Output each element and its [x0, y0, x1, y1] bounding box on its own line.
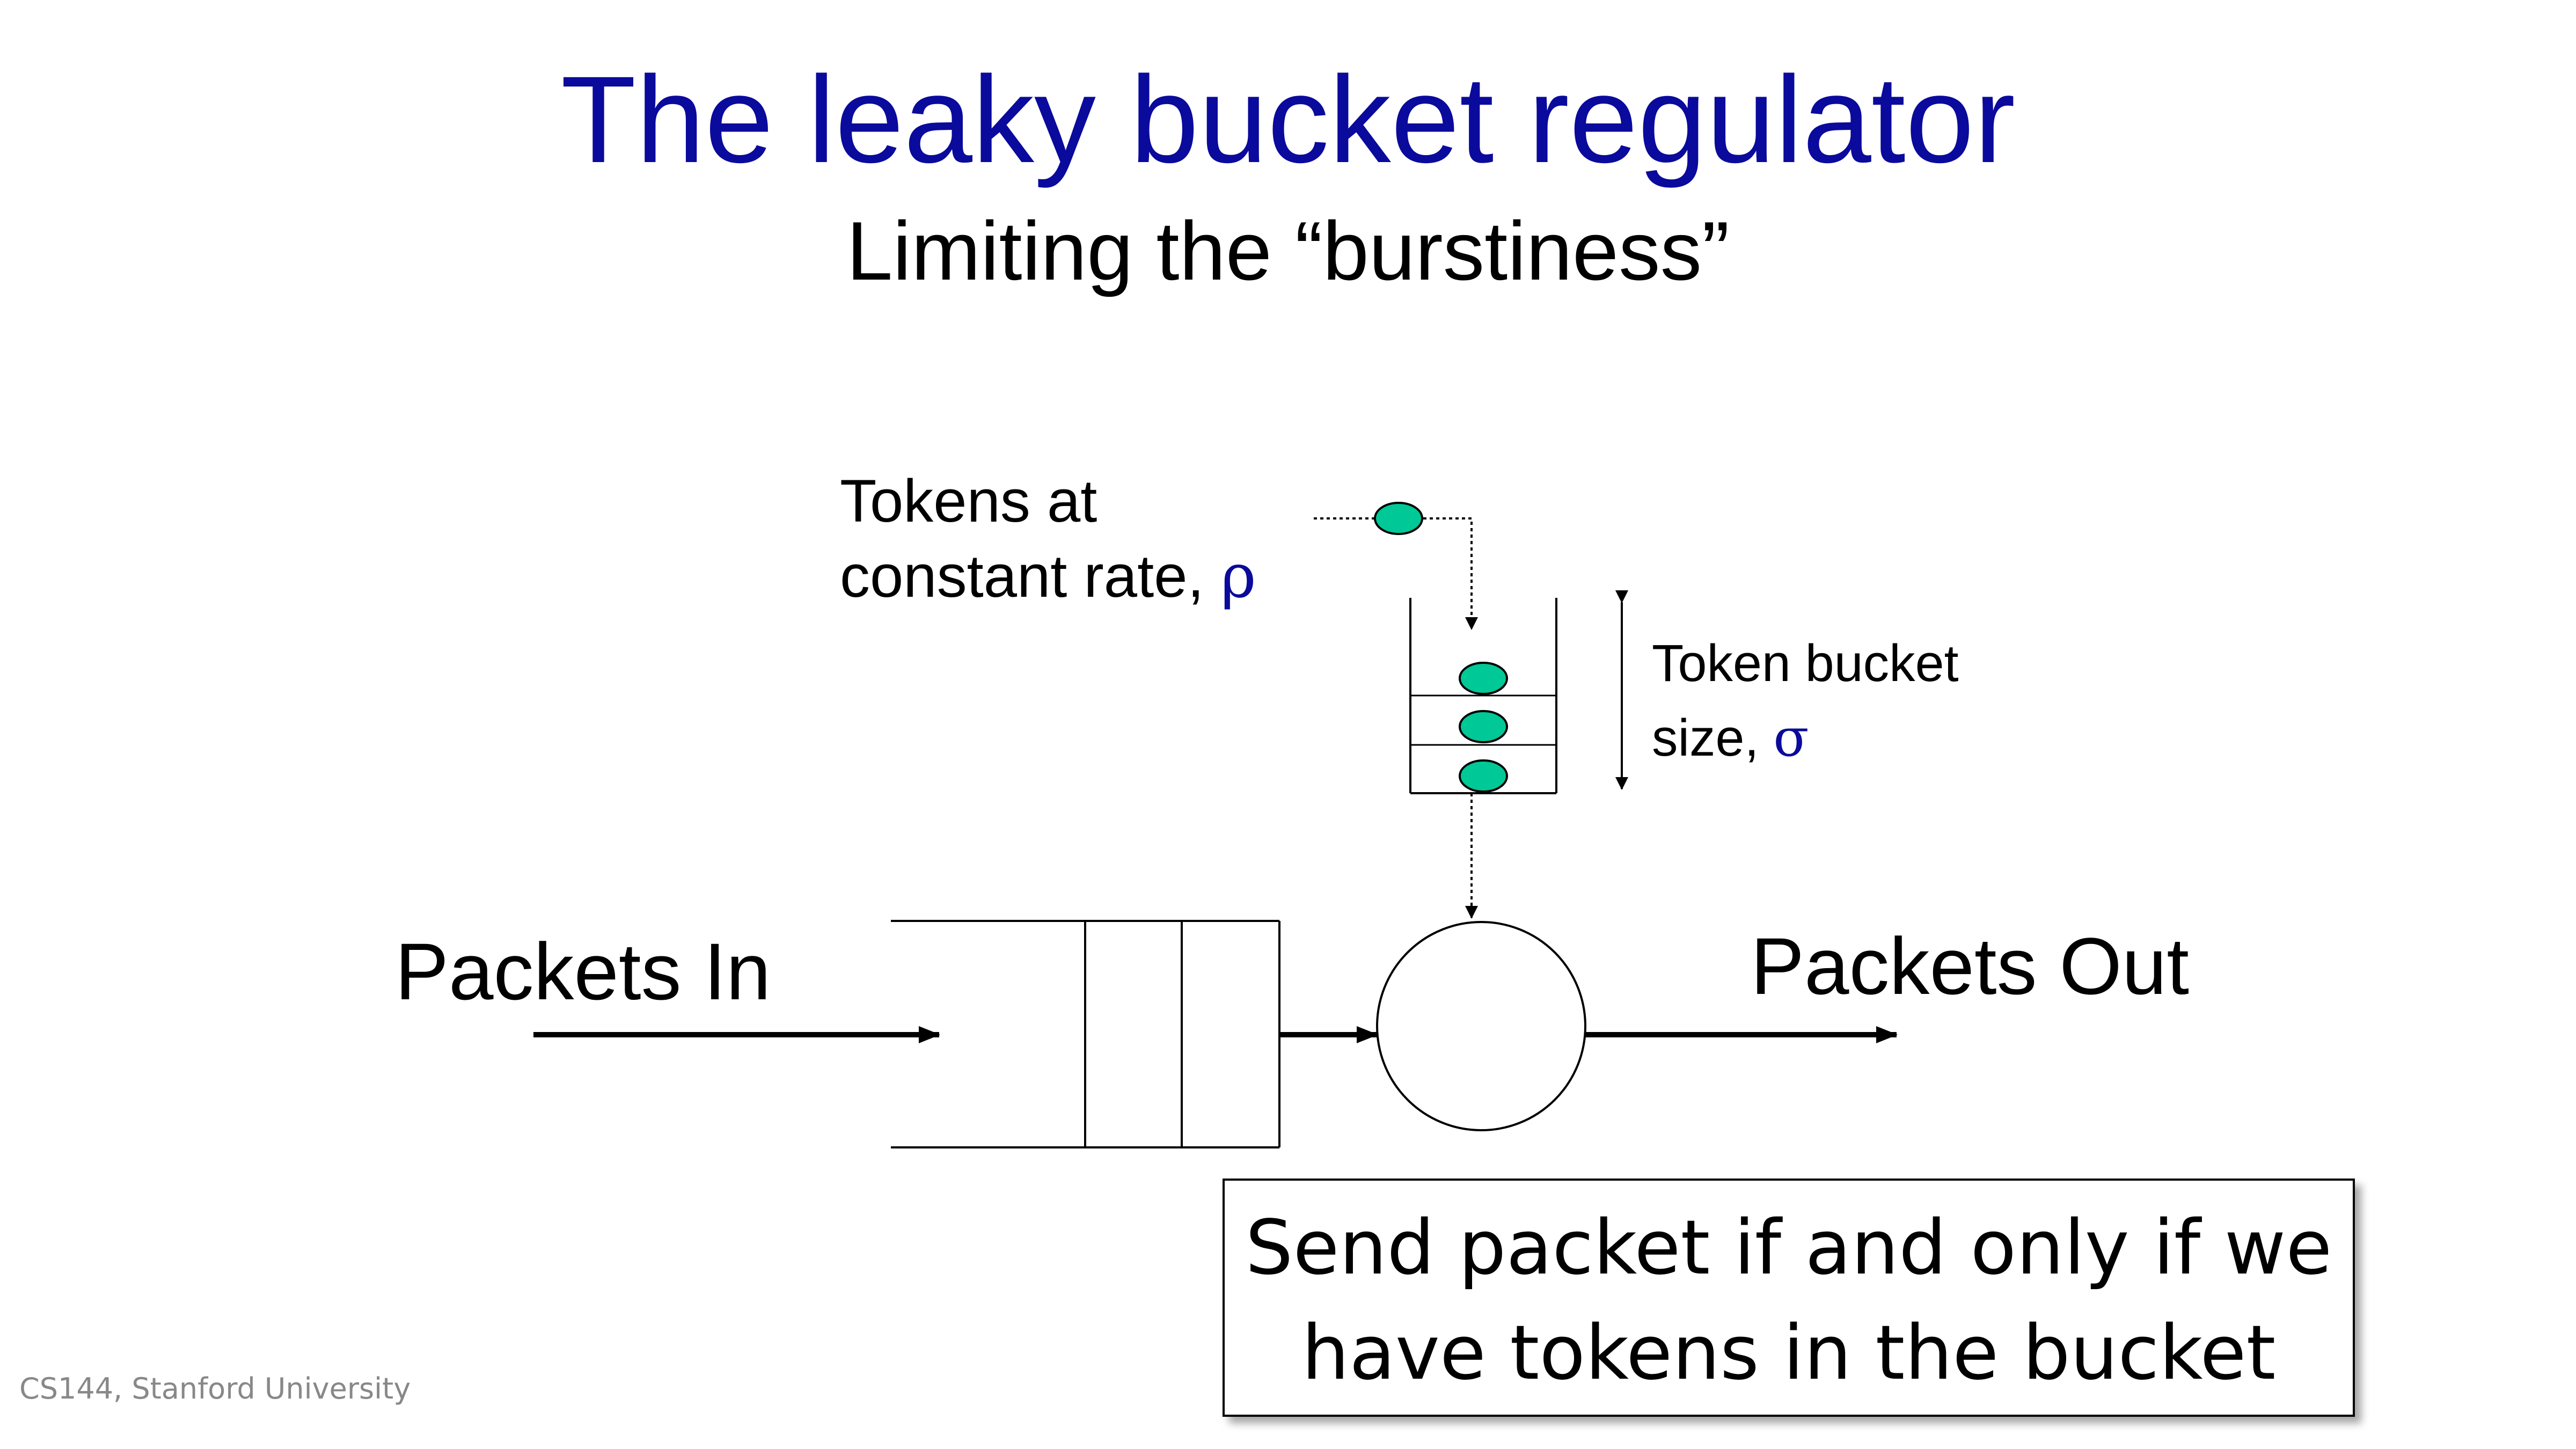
tokens-label-text: constant rate,: [840, 543, 1221, 610]
bucket-token: [1459, 710, 1508, 743]
rule-line1: Send packet if and only if we: [1245, 1204, 2332, 1292]
server-node: [1376, 921, 1586, 1131]
slide-title: The leaky bucket regulator: [560, 50, 2016, 188]
arriving-token: [1374, 502, 1423, 535]
sigma-symbol: σ: [1773, 707, 1809, 768]
bucket-label-line2: size, σ: [1652, 700, 1959, 775]
token-arrival-path: [1314, 517, 1478, 630]
rho-symbol: ρ: [1220, 541, 1256, 611]
bucket-label-text: size,: [1652, 708, 1774, 767]
bucket-token: [1459, 662, 1508, 695]
tokens-label-line2: constant rate, ρ: [840, 539, 1256, 614]
packets-out-label: Packets Out: [1751, 921, 2190, 1011]
rule-line2: have tokens in the bucket: [1301, 1309, 2276, 1397]
token-bucket: [1409, 598, 1557, 794]
slide-subtitle: Limiting the “burstiness”: [846, 204, 1730, 297]
packet-queue: [891, 920, 1280, 1148]
slide-footer: CS144, Stanford University: [19, 1372, 411, 1406]
bucket-size-label: Token bucket size, σ: [1652, 626, 1959, 775]
tokens-rate-label: Tokens at constant rate, ρ: [840, 464, 1256, 614]
tokens-label-line1: Tokens at: [840, 467, 1097, 535]
bucket-label-line1: Token bucket: [1652, 634, 1959, 692]
rule-callout-box: Send packet if and only if we have token…: [1223, 1179, 2355, 1417]
packets-in-label: Packets In: [395, 926, 771, 1016]
bucket-token: [1459, 759, 1508, 793]
